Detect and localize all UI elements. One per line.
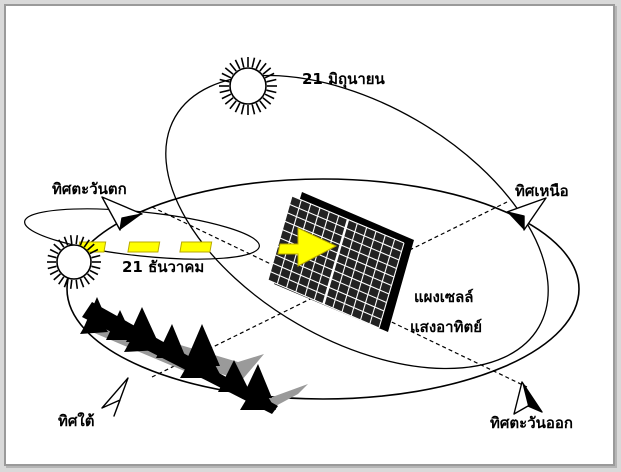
panel-grid-line bbox=[289, 203, 402, 253]
panel-grid-line bbox=[274, 254, 387, 304]
panel-grid-line bbox=[270, 271, 382, 321]
sun-ray bbox=[75, 235, 79, 245]
sun-ray bbox=[86, 273, 95, 281]
sun-ray bbox=[91, 254, 101, 259]
summer-sun-path bbox=[165, 74, 549, 370]
sun-icon bbox=[219, 57, 277, 115]
solar-panel-label-line2: แสงอาทิตย์ bbox=[410, 318, 482, 336]
sun-ray bbox=[234, 59, 241, 70]
sun-ray bbox=[63, 236, 69, 246]
sun-ray bbox=[229, 100, 237, 110]
diagram-frame: 21 มิถุนายน 21 ธันวาคม ทิศตะวันตก ทิศเหน… bbox=[4, 4, 615, 466]
east-label: ทิศตะวันออก bbox=[490, 414, 573, 432]
panel-grid-line bbox=[284, 220, 397, 270]
sun-ray bbox=[259, 62, 267, 72]
sun-ray bbox=[255, 102, 262, 113]
solar-panel-label-line1: แผงเซลล์ bbox=[414, 288, 473, 306]
summer-solstice-label: 21 มิถุนายน bbox=[302, 70, 386, 89]
sun-ray bbox=[47, 265, 57, 270]
sun-ray bbox=[69, 235, 73, 245]
sun-icon bbox=[47, 235, 101, 289]
pine-tree-icon bbox=[80, 297, 308, 414]
sun-ray bbox=[221, 72, 232, 79]
sun-ray bbox=[89, 248, 99, 255]
sun-ray bbox=[75, 279, 79, 289]
sun-ray bbox=[221, 93, 232, 100]
sun-ray bbox=[229, 62, 237, 72]
south-label: ทิศใต้ bbox=[58, 412, 94, 430]
sun-ray bbox=[53, 243, 62, 251]
panel-grid-line bbox=[286, 212, 400, 261]
sun-ray bbox=[240, 57, 245, 68]
sun-ray bbox=[264, 93, 275, 100]
sun-ray bbox=[251, 104, 256, 115]
sun-ray bbox=[219, 78, 230, 83]
sun-path-diagram: 21 มิถุนายน 21 ธันวาคม ทิศตะวันตก ทิศเหน… bbox=[24, 57, 580, 432]
sun-ray bbox=[219, 89, 230, 94]
sun-ray bbox=[83, 239, 90, 248]
sun-ray bbox=[89, 269, 99, 276]
sun-ray bbox=[91, 265, 101, 270]
sun-ray bbox=[86, 243, 95, 251]
sun-ray bbox=[58, 239, 65, 248]
sun-ray bbox=[69, 279, 73, 289]
sun-ray bbox=[240, 104, 245, 115]
west-label: ทิศตะวันตก bbox=[52, 180, 127, 198]
north-label: ทิศเหนือ bbox=[515, 182, 569, 200]
sun-ray bbox=[234, 102, 241, 113]
sun-ray bbox=[49, 269, 59, 276]
winter-solstice-label: 21 ธันวาคม bbox=[122, 258, 204, 276]
sun-ray bbox=[47, 254, 57, 259]
solar-panel-icon bbox=[267, 192, 414, 332]
sun-ray bbox=[259, 100, 267, 110]
sun-ray bbox=[63, 278, 69, 288]
panel-grid-line bbox=[267, 279, 380, 329]
sun-ray bbox=[53, 273, 62, 281]
horizon-ellipse bbox=[66, 178, 580, 400]
sun-ray bbox=[83, 276, 90, 285]
sun-ray bbox=[251, 57, 256, 68]
panel-grid-line bbox=[291, 195, 405, 244]
sun-ray bbox=[266, 89, 277, 94]
winter-sun-path bbox=[24, 208, 260, 260]
sun-ray bbox=[49, 248, 59, 255]
sun-ray bbox=[266, 78, 277, 83]
sun-ray bbox=[79, 278, 85, 288]
sun-ray bbox=[58, 276, 65, 285]
panel-grid-line bbox=[272, 262, 385, 312]
sun-ray bbox=[79, 236, 85, 246]
sun-ray bbox=[224, 67, 234, 75]
sun-ray bbox=[264, 72, 275, 79]
sun-ray bbox=[255, 59, 262, 70]
sun-ray bbox=[262, 97, 272, 105]
sun-ray bbox=[224, 97, 234, 105]
sun-ray bbox=[262, 67, 272, 75]
